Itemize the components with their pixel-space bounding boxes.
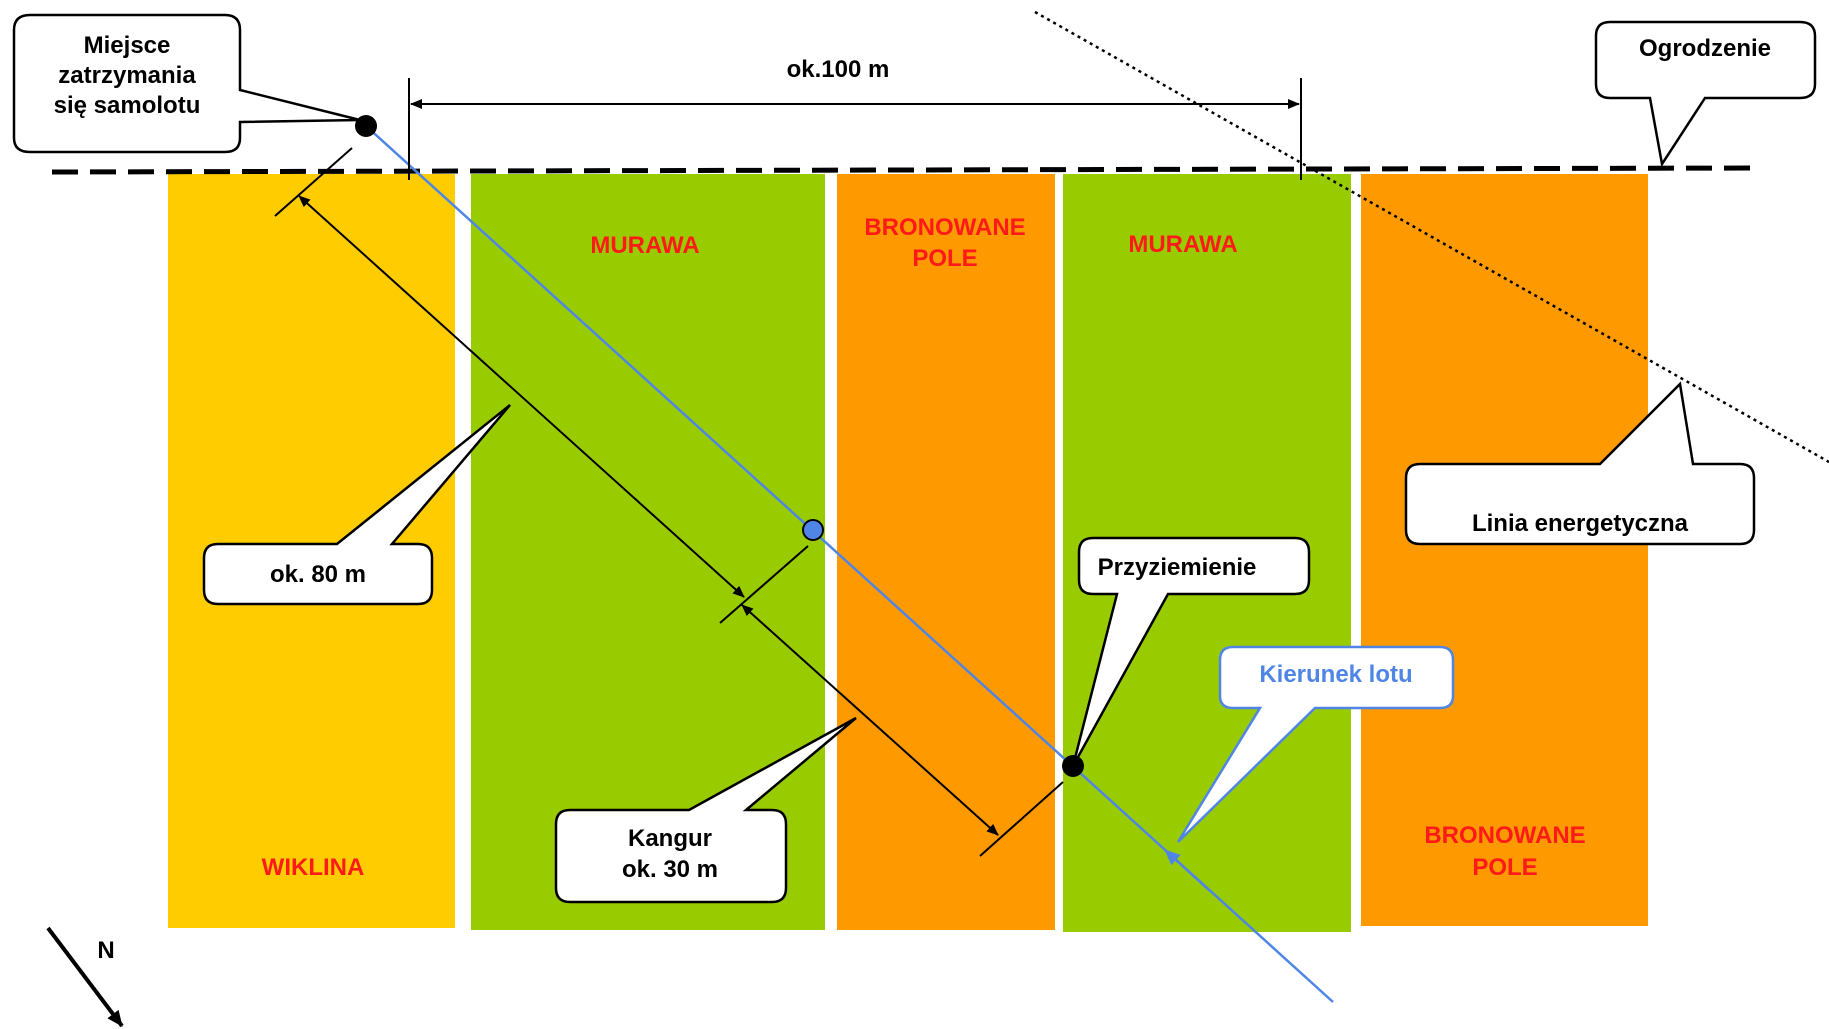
power-line bbox=[1034, 10, 1829, 464]
north-arrow-icon bbox=[46, 926, 124, 1028]
width-dimension-label: ok.100 m bbox=[787, 56, 890, 83]
strip-label-bronowane-1-line1: BRONOWANE bbox=[864, 214, 1025, 241]
flight-direction-arrow bbox=[1164, 849, 1211, 892]
callout-power-line: Linia energetyczna bbox=[1404, 381, 1756, 546]
strip-bronowane-2 bbox=[1361, 174, 1648, 926]
strip-label-bronowane-2-line2: POLE bbox=[1472, 854, 1537, 881]
callout-fence: Ogrodzenie bbox=[1594, 20, 1817, 168]
distance-80-line bbox=[298, 195, 745, 598]
callout-kangur-line2: ok. 30 m bbox=[622, 856, 718, 883]
distance-30-line bbox=[741, 604, 999, 836]
strip-label-bronowane-1-line2: POLE bbox=[912, 245, 977, 272]
strip-label-murawa-1: MURAWA bbox=[590, 232, 699, 259]
callout-stop-place: Miejsce zatrzymania się samolotu bbox=[12, 13, 361, 154]
strip-label-wiklina: WIKLINA bbox=[262, 854, 365, 881]
fence-line bbox=[51, 165, 1753, 175]
callout-touchdown-label: Przyziemienie bbox=[1098, 554, 1257, 581]
callout-touchdown: Przyziemienie bbox=[1071, 536, 1311, 767]
callout-fence-label: Ogrodzenie bbox=[1639, 35, 1771, 62]
callout-kangur: Kangur ok. 30 m bbox=[554, 716, 857, 904]
strip-label-bronowane-2-line1: BRONOWANE bbox=[1424, 822, 1585, 849]
bounce-point bbox=[802, 519, 824, 541]
strip-bronowane-1 bbox=[837, 174, 1055, 930]
callout-distance-80: ok. 80 m bbox=[202, 404, 511, 606]
callout-kangur-line1: Kangur bbox=[628, 825, 712, 852]
callout-stop-line1: Miejsce bbox=[84, 32, 171, 59]
stop-point bbox=[355, 115, 377, 137]
callout-stop-line2: zatrzymania bbox=[58, 62, 196, 89]
callout-flight-direction-label: Kierunek lotu bbox=[1259, 661, 1412, 688]
callout-distance-80-label: ok. 80 m bbox=[270, 561, 366, 588]
distance-dimensions bbox=[274, 147, 1064, 857]
strip-label-murawa-2: MURAWA bbox=[1128, 231, 1237, 258]
callout-stop-line3: się samolotu bbox=[54, 92, 201, 119]
compass: N bbox=[46, 926, 124, 1028]
compass-label: N bbox=[97, 937, 114, 964]
strip-labels: WIKLINA MURAWA BRONOWANE POLE MURAWA BRO… bbox=[262, 214, 1586, 881]
callout-power-line-label: Linia energetyczna bbox=[1472, 510, 1689, 537]
width-dimension: ok.100 m bbox=[408, 56, 1302, 180]
callout-flight-direction: Kierunek lotu bbox=[1176, 645, 1455, 843]
